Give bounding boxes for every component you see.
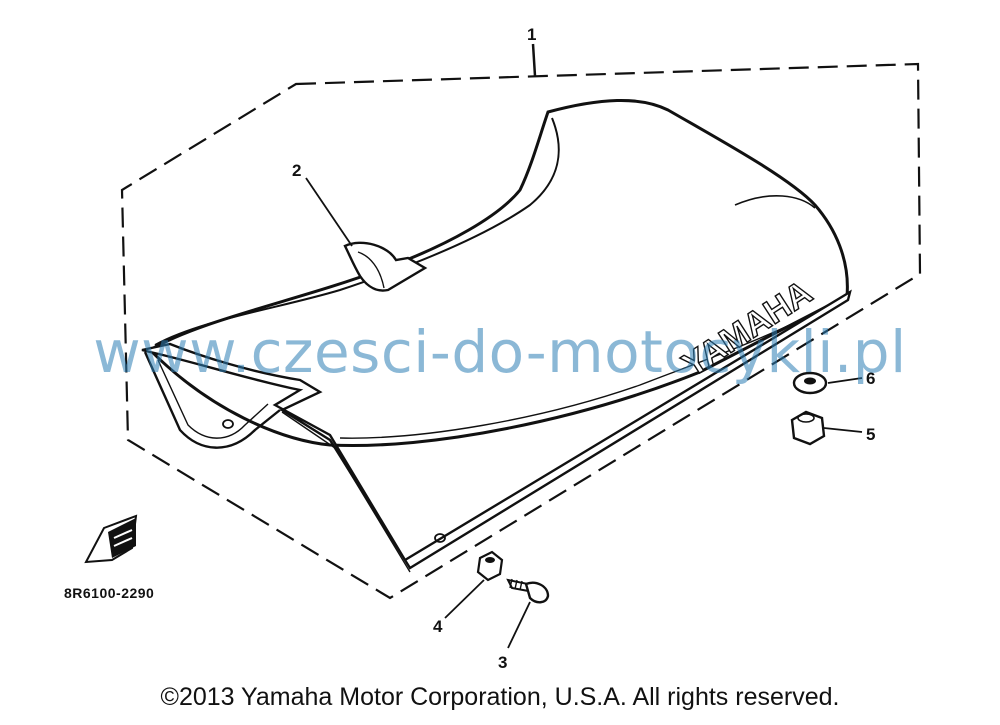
callout-3-leader: [507, 601, 531, 649]
callout-6-label: 6: [866, 369, 875, 388]
seat-ridge-line: [154, 117, 560, 346]
callout-4-leader: [444, 579, 485, 619]
callout-1-label: 1: [527, 25, 536, 44]
watermark-text: www.czesci-do-motocykli.pl: [93, 318, 907, 386]
washer-hole: [804, 377, 816, 385]
callout-3-label: 3: [498, 653, 507, 672]
callout-6-leader: [827, 377, 863, 384]
callout-2-leader: [305, 177, 353, 247]
seat-strap-fold: [357, 251, 385, 289]
seat-base-front-edge: [281, 411, 411, 573]
catalog-reference-icon: [84, 514, 138, 564]
callout-5-leader: [823, 427, 863, 433]
mounting-hole-left: [222, 419, 234, 429]
callout-1-leader: [531, 43, 537, 77]
seat-cushion: [147, 99, 849, 447]
copyright-notice: ©2013 Yamaha Motor Corporation, U.S.A. A…: [160, 683, 840, 711]
callout-4-label: 4: [433, 617, 443, 636]
assembly-outline: [120, 62, 922, 600]
part-code-label: 8R6100-2290: [64, 585, 154, 601]
collar-hole: [485, 557, 495, 563]
callout-5-label: 5: [866, 425, 875, 444]
seat-rear-contour: [734, 195, 816, 209]
bolt-part-3: [506, 578, 550, 604]
callout-2-label: 2: [292, 161, 301, 180]
collar-part-4: [476, 550, 504, 582]
seat-base-pan: [141, 289, 852, 570]
seat-base-inner-edge: [157, 359, 269, 439]
seat-base-lower-edge: [143, 351, 281, 449]
seat-side-contour: [339, 319, 801, 439]
mounting-hole-right: [434, 533, 446, 543]
nut-part-5: [790, 410, 826, 446]
nut-top-face: [797, 413, 815, 423]
